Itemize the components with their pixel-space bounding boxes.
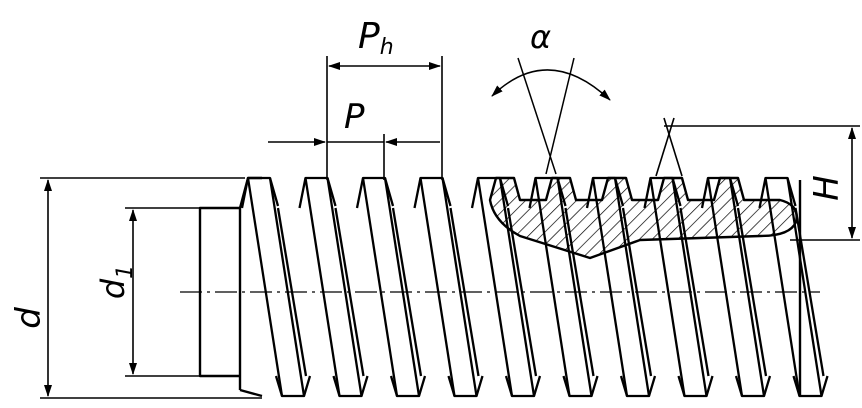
thread-flank <box>361 177 399 397</box>
thread-flank <box>794 207 825 377</box>
thread-crest <box>734 375 772 398</box>
thread-flank <box>246 177 284 397</box>
thread-crest <box>758 176 797 209</box>
label-height: H <box>807 175 847 201</box>
label-angle: α <box>530 18 551 56</box>
thread-crest <box>332 375 369 398</box>
thread-flank <box>326 177 363 397</box>
thread-crest <box>389 375 427 398</box>
label-minor-main: d <box>94 278 132 299</box>
label-major-diameter: d <box>9 307 49 329</box>
dimension-pitch <box>268 134 440 180</box>
thread-crest <box>562 375 599 398</box>
thread-flank <box>419 177 456 397</box>
thread-flank <box>441 177 478 397</box>
thread-crest <box>298 176 337 209</box>
label-minor-diameter: d1 <box>94 265 138 299</box>
thread-flank <box>476 177 514 397</box>
thread-crest <box>240 176 280 209</box>
thread-flank <box>383 177 421 397</box>
dimension-d1 <box>125 207 200 377</box>
label-lead-main: P <box>358 16 380 57</box>
thread-crest <box>413 176 452 209</box>
section-profile <box>488 176 798 260</box>
thread-flank <box>304 177 341 397</box>
thread-crest <box>274 375 312 398</box>
label-lead: Ph <box>358 16 394 60</box>
thread-crest <box>504 375 542 398</box>
dimension-d <box>40 177 262 399</box>
thread-crest <box>619 375 657 398</box>
label-lead-sub: h <box>380 35 394 60</box>
thread-crest <box>447 375 484 398</box>
dimension-height <box>655 117 860 241</box>
thread-crest <box>792 375 829 398</box>
dimension-lead <box>326 56 443 180</box>
dimension-angle <box>491 57 611 175</box>
thread-flank <box>268 177 306 397</box>
thread-crest <box>677 375 714 398</box>
thread-crest <box>355 176 395 209</box>
label-pitch: P <box>344 97 365 137</box>
label-minor-sub: 1 <box>113 265 138 279</box>
